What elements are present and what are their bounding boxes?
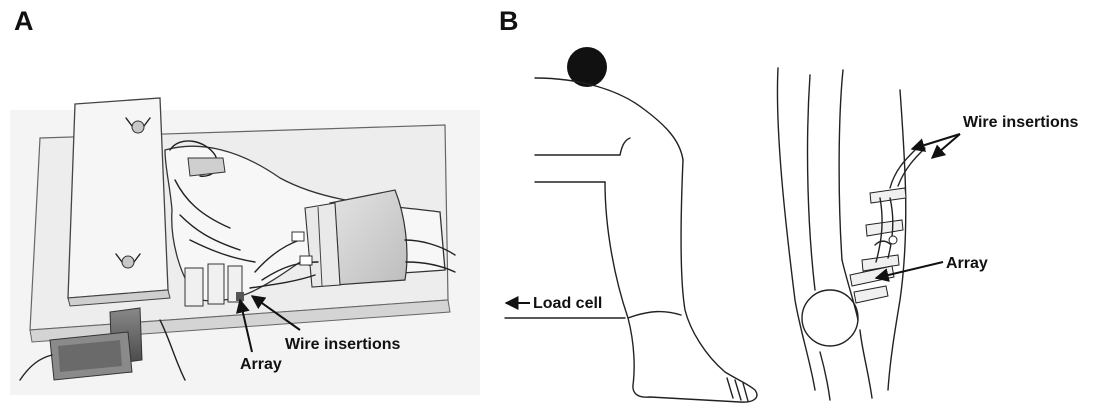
wire-insertions-label-b: Wire insertions: [963, 114, 1079, 131]
panel-b: B: [499, 6, 1079, 402]
panel-a-illustration: [10, 98, 480, 395]
wire-insertions-label-a: Wire insertions: [285, 336, 401, 353]
array-label-b: Array: [946, 255, 988, 272]
restraint-board: [68, 98, 168, 298]
panel-a-letter: A: [14, 6, 34, 36]
electrode-array-b: [850, 188, 906, 303]
kneecap: [802, 290, 858, 346]
load-cell-label: Load cell: [533, 295, 602, 312]
wire-insertions-arrow-b1: [912, 134, 960, 149]
panel-b-letter: B: [499, 6, 519, 36]
panel-a: A: [10, 6, 480, 395]
array-label-a: Array: [240, 356, 282, 373]
leg-front-view: [777, 68, 925, 400]
cuff: [330, 190, 407, 285]
leg-side-view: [505, 47, 757, 402]
